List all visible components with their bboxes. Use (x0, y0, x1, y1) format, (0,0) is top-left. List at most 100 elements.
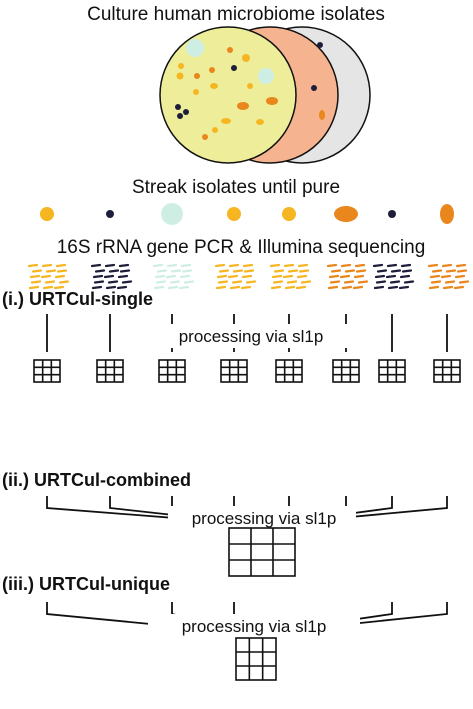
sequence-read (107, 280, 119, 284)
sequence-read (215, 285, 227, 290)
colony-dot (177, 113, 183, 119)
table-grid-icon (96, 359, 124, 383)
sequence-read (270, 285, 282, 290)
sequence-read (178, 285, 190, 290)
sequence-read (442, 285, 454, 290)
sequence-read (272, 280, 284, 284)
sequence-read (229, 285, 241, 290)
colony-dot (212, 127, 218, 133)
sequence-read (269, 263, 281, 268)
colony-dot (209, 67, 215, 73)
sequence-read (217, 280, 229, 284)
sequence-reads-icon (326, 263, 369, 290)
table-border (378, 359, 406, 383)
colony-dot (247, 83, 253, 89)
process-label-single: processing via sl1p (179, 327, 324, 346)
colony-dot (193, 89, 199, 95)
sequence-reads-icon (427, 263, 470, 290)
table-grid-icon (235, 637, 277, 681)
sequence-read (216, 274, 228, 279)
sequence-read (93, 280, 105, 284)
table-grid-icon (332, 359, 360, 383)
sequence-read (165, 274, 177, 279)
petri-dish-icon (159, 26, 371, 164)
sequence-read (456, 269, 468, 273)
sequence-read (283, 263, 295, 268)
sequence-read (455, 263, 467, 268)
sequence-read (179, 274, 191, 279)
table-border (275, 359, 303, 383)
process-label-combined: processing via sl1p (192, 509, 337, 528)
sequence-read (429, 274, 441, 279)
sequence-read (330, 269, 342, 273)
sequence-read (400, 263, 412, 268)
colony-dot-icon (388, 210, 396, 218)
sequence-read (445, 269, 457, 273)
colony-dot-icon (161, 203, 183, 225)
sequence-read (54, 274, 66, 279)
table-border (158, 359, 186, 383)
sequence-read (328, 274, 340, 279)
sequence-read (375, 280, 387, 284)
sequence-read (156, 269, 168, 273)
sequence-read (376, 269, 388, 273)
table-border (220, 359, 248, 383)
sequence-read (121, 280, 133, 284)
sequence-read (45, 269, 57, 273)
sequence-read (241, 274, 253, 279)
colony-dot (176, 72, 184, 80)
sequence-read (296, 274, 308, 279)
sequence-reads-icon (269, 263, 312, 290)
sequence-read (427, 263, 439, 268)
sequence-read (40, 274, 52, 279)
table-border (235, 637, 277, 681)
sequence-read (440, 274, 452, 279)
colony-dot (319, 110, 325, 120)
table-border (228, 527, 296, 577)
colony-dot (258, 68, 274, 84)
colony-dot (256, 119, 264, 125)
sequence-read (441, 263, 453, 268)
colony-dot (183, 109, 189, 115)
colony-dot (227, 47, 233, 53)
sequence-read (53, 285, 65, 290)
sequence-read (295, 285, 307, 290)
colony-dot-icon (282, 207, 296, 221)
sequence-reads-icon (27, 263, 70, 290)
sequence-read (103, 274, 115, 279)
sequence-read (181, 269, 193, 273)
sequence-read (385, 274, 397, 279)
sequence-read (91, 285, 103, 290)
table-grid-icon (228, 527, 296, 577)
sequence-read (214, 263, 226, 268)
sequence-read (231, 280, 243, 284)
sequence-read (271, 274, 283, 279)
streak-label: Streak isolates until pure (132, 177, 340, 198)
title-text: Culture human microbiome isolates (87, 4, 385, 25)
process-label-bg (148, 614, 360, 638)
sequence-read (355, 269, 367, 273)
sequence-read (454, 274, 466, 279)
sequence-read (372, 263, 384, 268)
sequence-read (227, 274, 239, 279)
sequence-read (373, 285, 385, 290)
isolate-row (40, 203, 454, 225)
sequence-read (343, 280, 355, 284)
sequence-read (431, 269, 443, 273)
sequencing-label: 16S rRNA gene PCR & Illumina sequencing (57, 237, 426, 258)
sequence-read (282, 274, 294, 279)
sequence-read (154, 274, 166, 279)
sequence-read (104, 263, 116, 268)
sequence-read (116, 285, 128, 290)
sequence-read (232, 269, 244, 273)
sequence-read (56, 269, 68, 273)
sequence-read (389, 280, 401, 284)
sequence-read (353, 274, 365, 279)
sequence-read (155, 280, 167, 284)
sequence-read (169, 280, 181, 284)
sequence-read (444, 280, 456, 284)
sequence-read (228, 263, 240, 268)
petri-dish-front (159, 26, 297, 164)
table-grid-icon (220, 359, 248, 383)
colony-dot (178, 63, 184, 69)
